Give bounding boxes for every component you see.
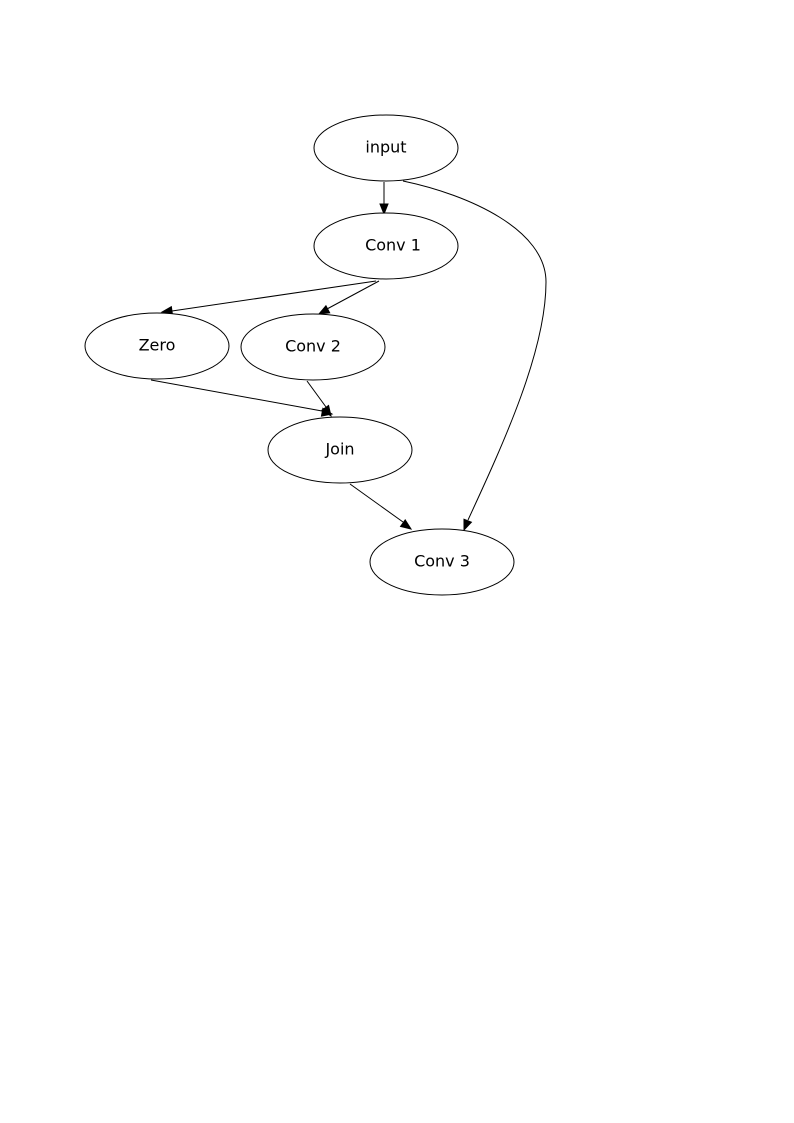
node-conv1[interactable]: Conv 1: [313, 212, 459, 280]
node-ellipse: [240, 313, 386, 381]
node-conv2[interactable]: Conv 2: [240, 313, 386, 381]
arrowhead-icon: [379, 203, 389, 216]
edge-line: [171, 280, 377, 312]
arrowhead-icon: [317, 304, 331, 315]
node-input[interactable]: input: [313, 114, 459, 182]
arrowhead-icon: [399, 519, 413, 530]
node-conv3[interactable]: Conv 3: [369, 528, 515, 596]
edge-conv1-to-zero: [160, 280, 377, 316]
node-ellipse: [313, 114, 459, 182]
node-label: Join: [324, 440, 354, 459]
edge-line: [306, 380, 327, 408]
node-ellipse: [267, 416, 413, 484]
arrowhead-icon: [463, 518, 473, 532]
node-label: Conv 1: [365, 236, 421, 255]
edge-input-to-conv3: [402, 180, 547, 532]
arrowhead-icon: [321, 404, 332, 418]
node-label: input: [365, 138, 406, 157]
node-label: Zero: [139, 336, 176, 355]
edge-join-to-conv3: [349, 483, 413, 530]
node-ellipse: [369, 528, 515, 596]
edge-zero-to-join: [150, 379, 334, 417]
edge-conv2-to-join: [306, 380, 332, 418]
node-label: Conv 3: [414, 552, 470, 571]
edges-layer: [150, 180, 547, 532]
edge-conv1-to-conv2: [317, 280, 380, 315]
node-ellipse: [84, 312, 230, 380]
node-label: Conv 2: [285, 337, 341, 356]
edge-line: [150, 379, 323, 412]
node-join[interactable]: Join: [267, 416, 413, 484]
node-zero[interactable]: Zero: [84, 312, 230, 380]
edge-line: [349, 483, 404, 523]
edge-input-to-conv1: [379, 182, 389, 216]
edge-line: [326, 280, 380, 310]
edge-line: [402, 180, 547, 521]
node-ellipse: [313, 212, 459, 280]
